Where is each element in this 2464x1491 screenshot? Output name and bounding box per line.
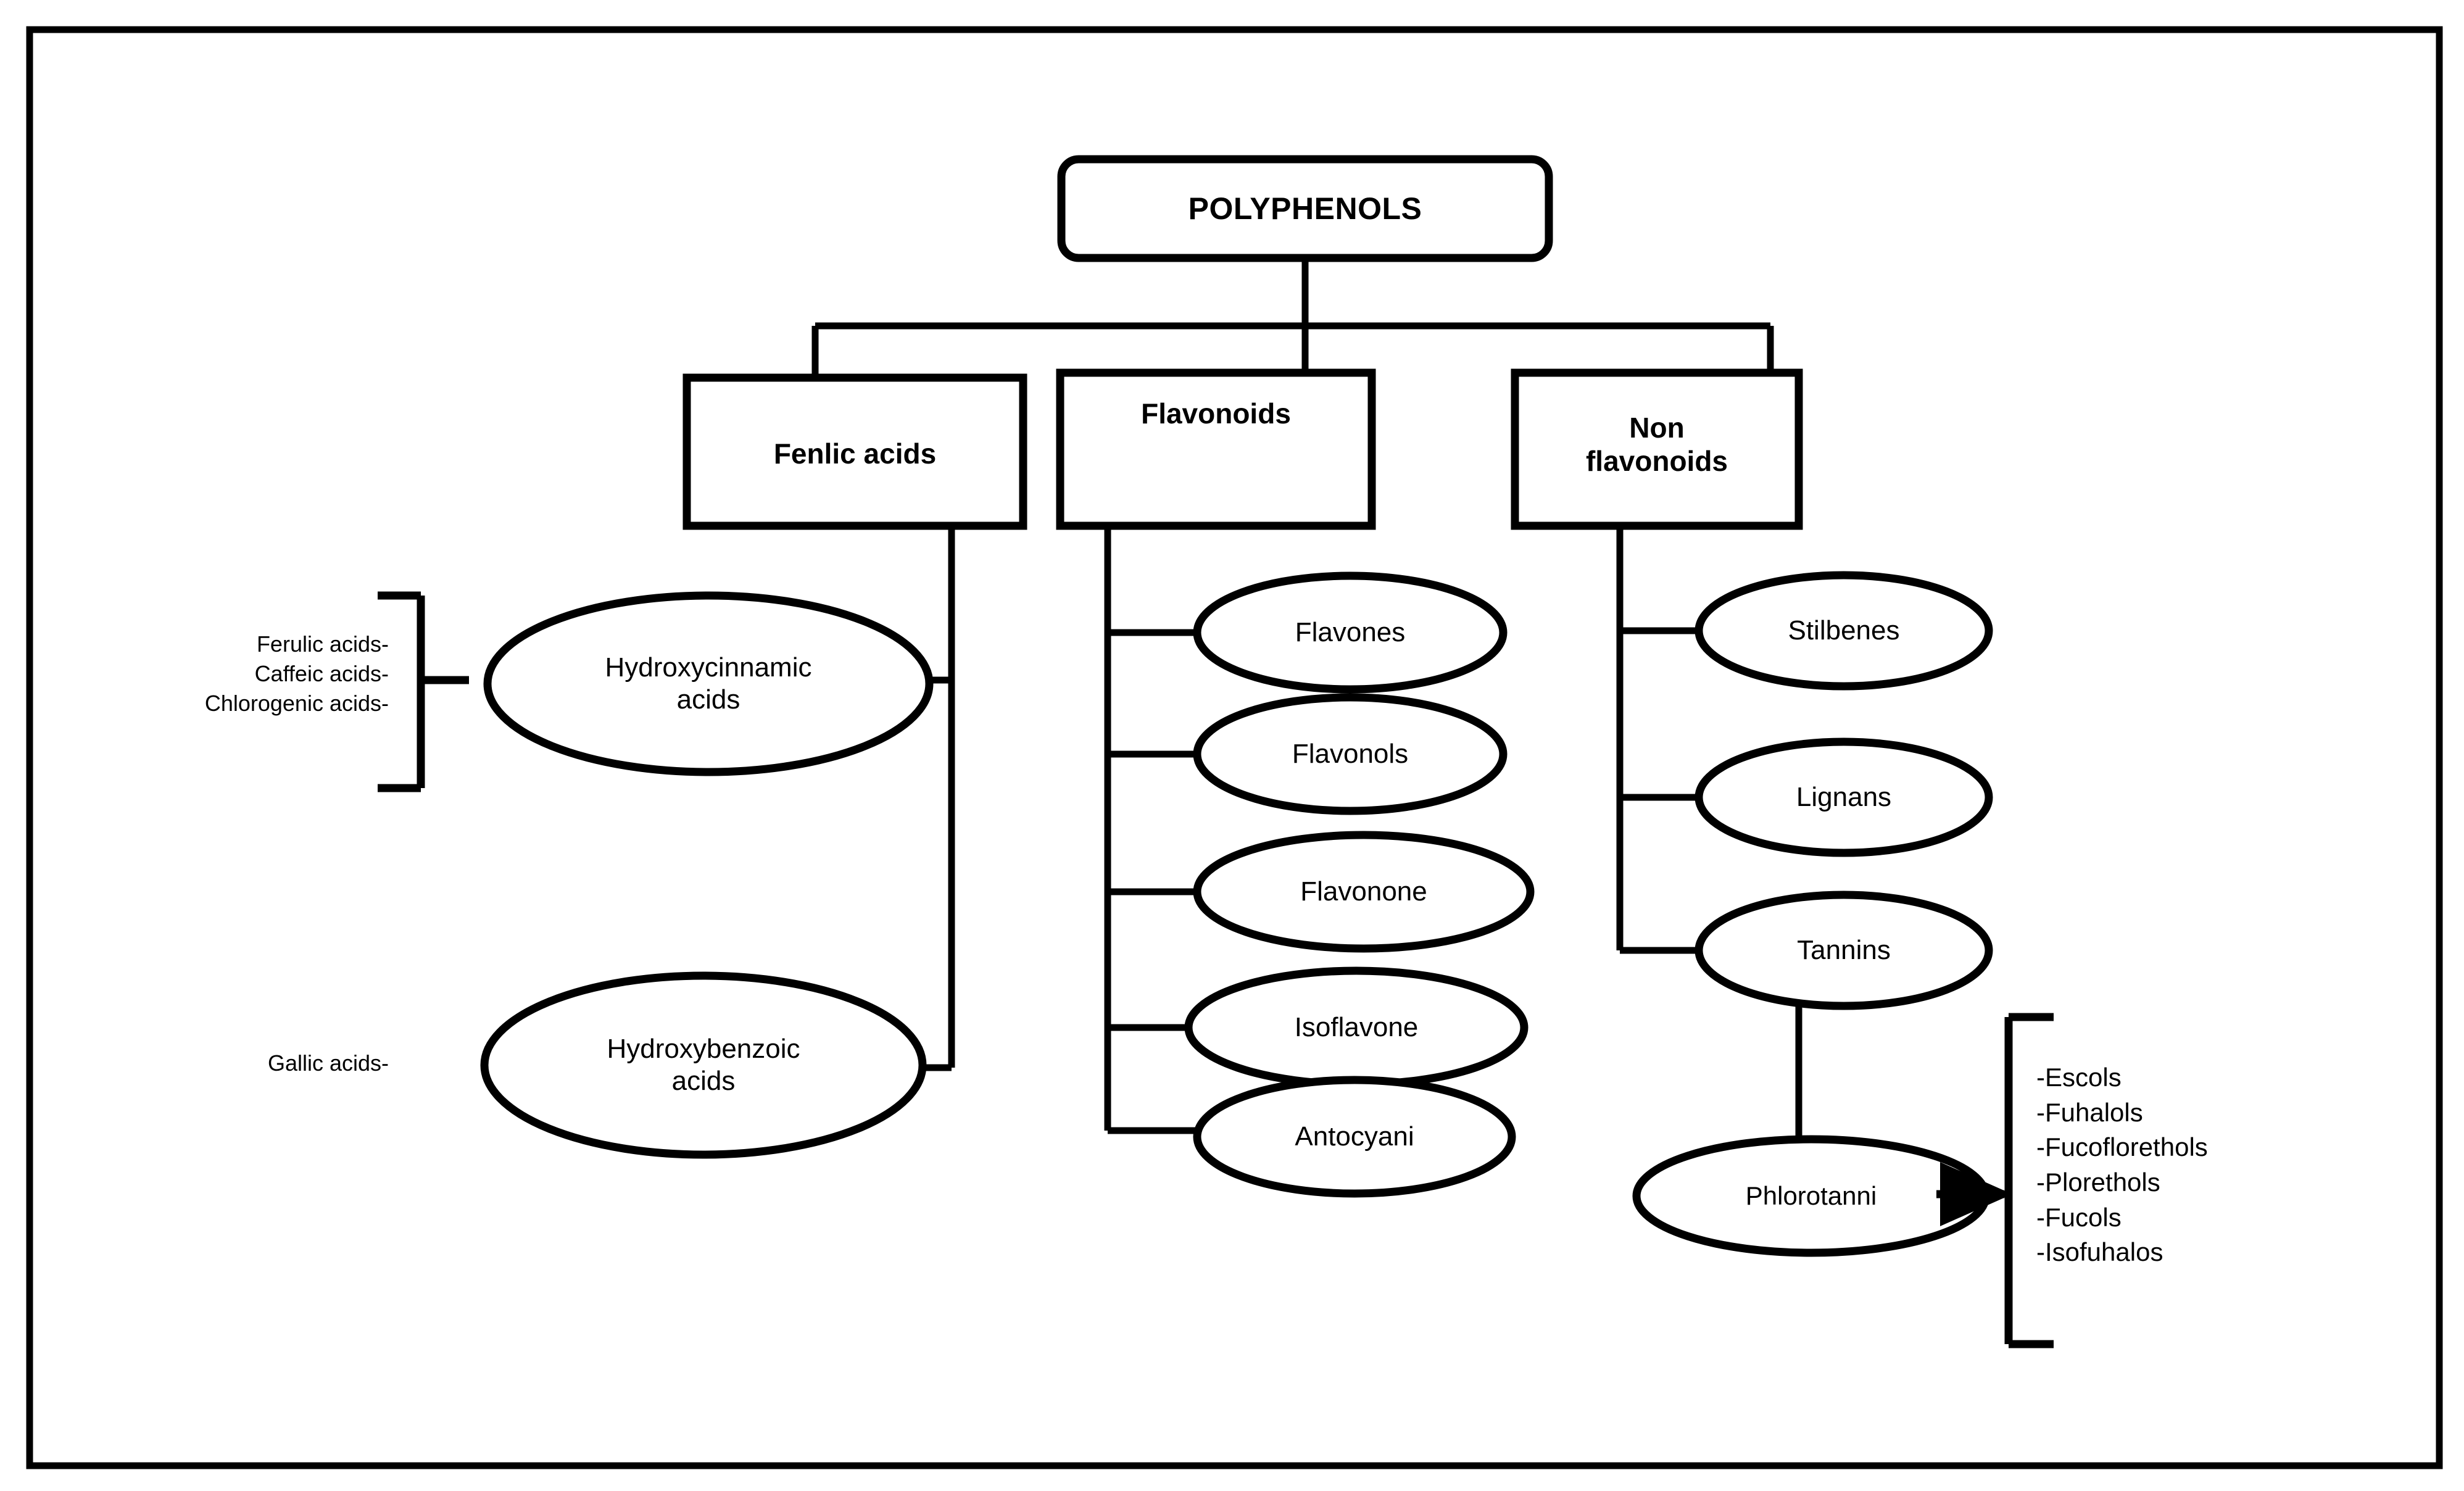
node-lignans[interactable] [1695,737,1993,857]
flavonoid-connector-group [1104,526,1197,1134]
left-brace-hydroxycinnamic [378,591,469,792]
node-stilbenes[interactable] [1695,571,1993,691]
node-hydroxybenzoic-acids[interactable] [480,971,927,1159]
node-flavonone[interactable] [1193,831,1535,953]
hydroxycinnamic-examples-list: Ferulic acids- Caffeic acids- Chlorogeni… [204,631,389,716]
category-box-fenlic[interactable] [682,373,1027,530]
right-brace-phlorotanni [2004,1013,2054,1348]
page-border [26,26,2443,1469]
fenlic-connector-group [915,526,955,1071]
root-node-shape[interactable] [1057,155,1553,262]
node-tannins[interactable] [1695,891,1993,1010]
phlorotanni-examples-list: -Escols -Fuhalols -Fucoflorethols -Plore… [2036,1063,2208,1267]
nonflavonoid-connector-group [1616,526,1802,1151]
node-flavones[interactable] [1193,571,1508,694]
category-box-flavonoids[interactable] [1056,368,1376,530]
hydroxybenzoic-examples-list: Gallic acids- [267,1050,389,1076]
category-box-nonflavonoids[interactable] [1511,368,1803,530]
root-connector-group [811,258,1774,378]
node-hydroxycinnamic-acids[interactable] [483,591,934,776]
node-phlorotanni[interactable] [1632,1135,1990,1257]
node-isoflavone[interactable] [1184,966,1529,1089]
node-flavonols[interactable] [1193,693,1508,815]
node-antocyani[interactable] [1193,1076,1516,1198]
